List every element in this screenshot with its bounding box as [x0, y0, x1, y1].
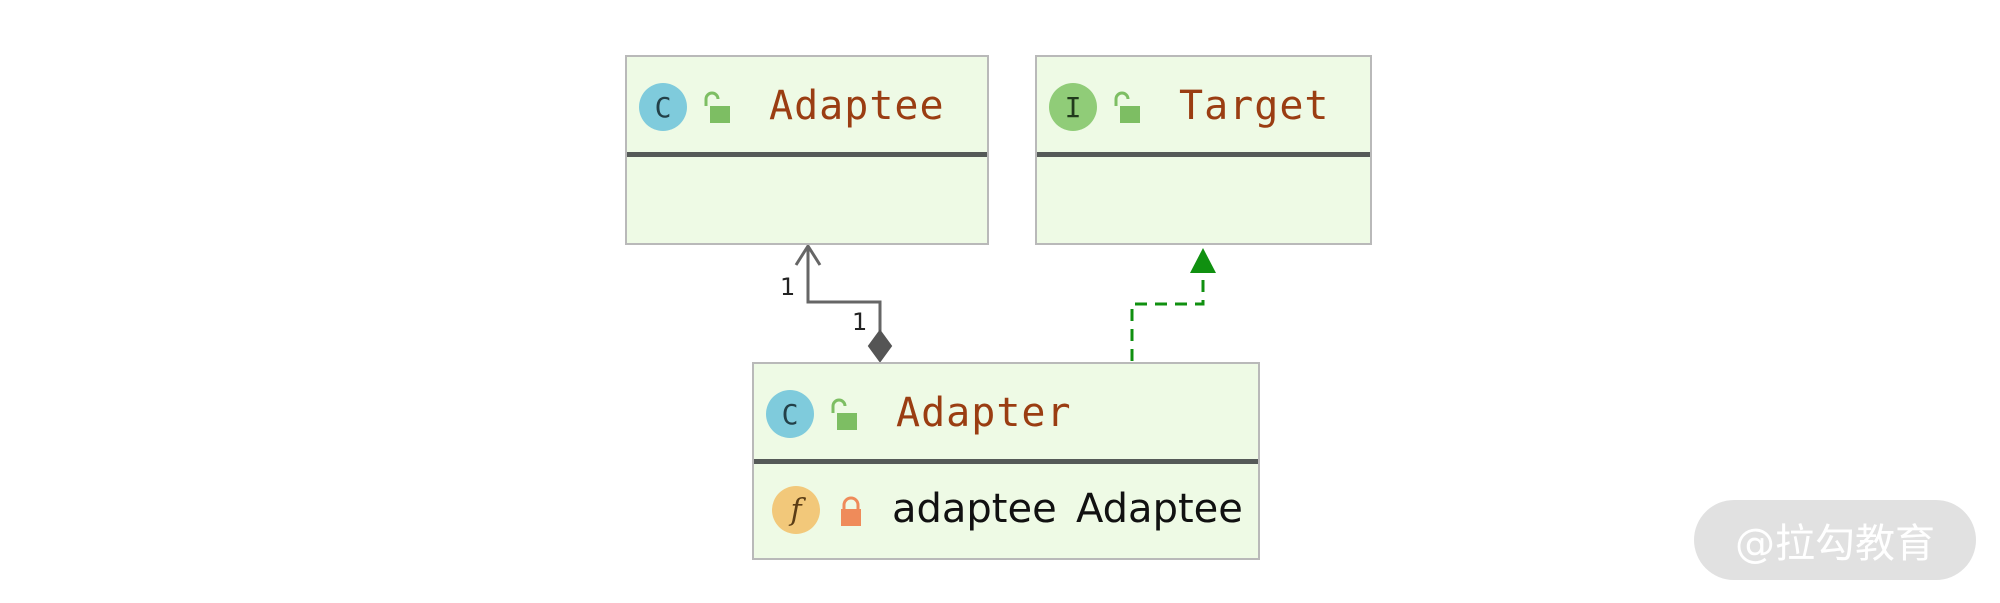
realization-line [1130, 272, 1205, 361]
composition-target-multiplicity: 1 [780, 273, 796, 301]
unlocked-padlock-icon [831, 398, 857, 430]
field-kind-icon: f [772, 486, 820, 534]
adaptee-class-name: Adaptee [769, 83, 945, 129]
class-kind-icon: C [639, 83, 687, 131]
adapter-class-box[interactable]: C Adapter f adaptee Adaptee [752, 362, 1260, 560]
composition-line [806, 247, 882, 343]
adaptee-class-header: C Adaptee [627, 57, 987, 157]
composition-source-multiplicity: 1 [852, 308, 868, 336]
adapter-class-name: Adapter [896, 390, 1072, 436]
composition-arrowhead [794, 243, 822, 266]
target-interface-name: Target [1179, 83, 1330, 129]
field-type: Adaptee [1076, 486, 1243, 532]
target-interface-header: I Target [1037, 57, 1370, 157]
watermark-badge: @拉勾教育 [1694, 500, 1976, 580]
field-name: adaptee [892, 486, 1057, 532]
composition-diamond [867, 329, 893, 363]
class-kind-icon: C [766, 390, 814, 438]
interface-kind-icon: I [1049, 83, 1097, 131]
target-interface-box[interactable]: I Target [1035, 55, 1372, 245]
realization-arrowhead [1190, 248, 1216, 273]
locked-padlock-icon [841, 496, 861, 526]
adapter-class-header: C Adapter [754, 364, 1258, 464]
adapter-field-row[interactable]: f adaptee Adaptee [754, 464, 1258, 558]
unlocked-padlock-icon [1114, 91, 1140, 123]
unlocked-padlock-icon [704, 91, 730, 123]
adaptee-class-box[interactable]: C Adaptee [625, 55, 989, 245]
